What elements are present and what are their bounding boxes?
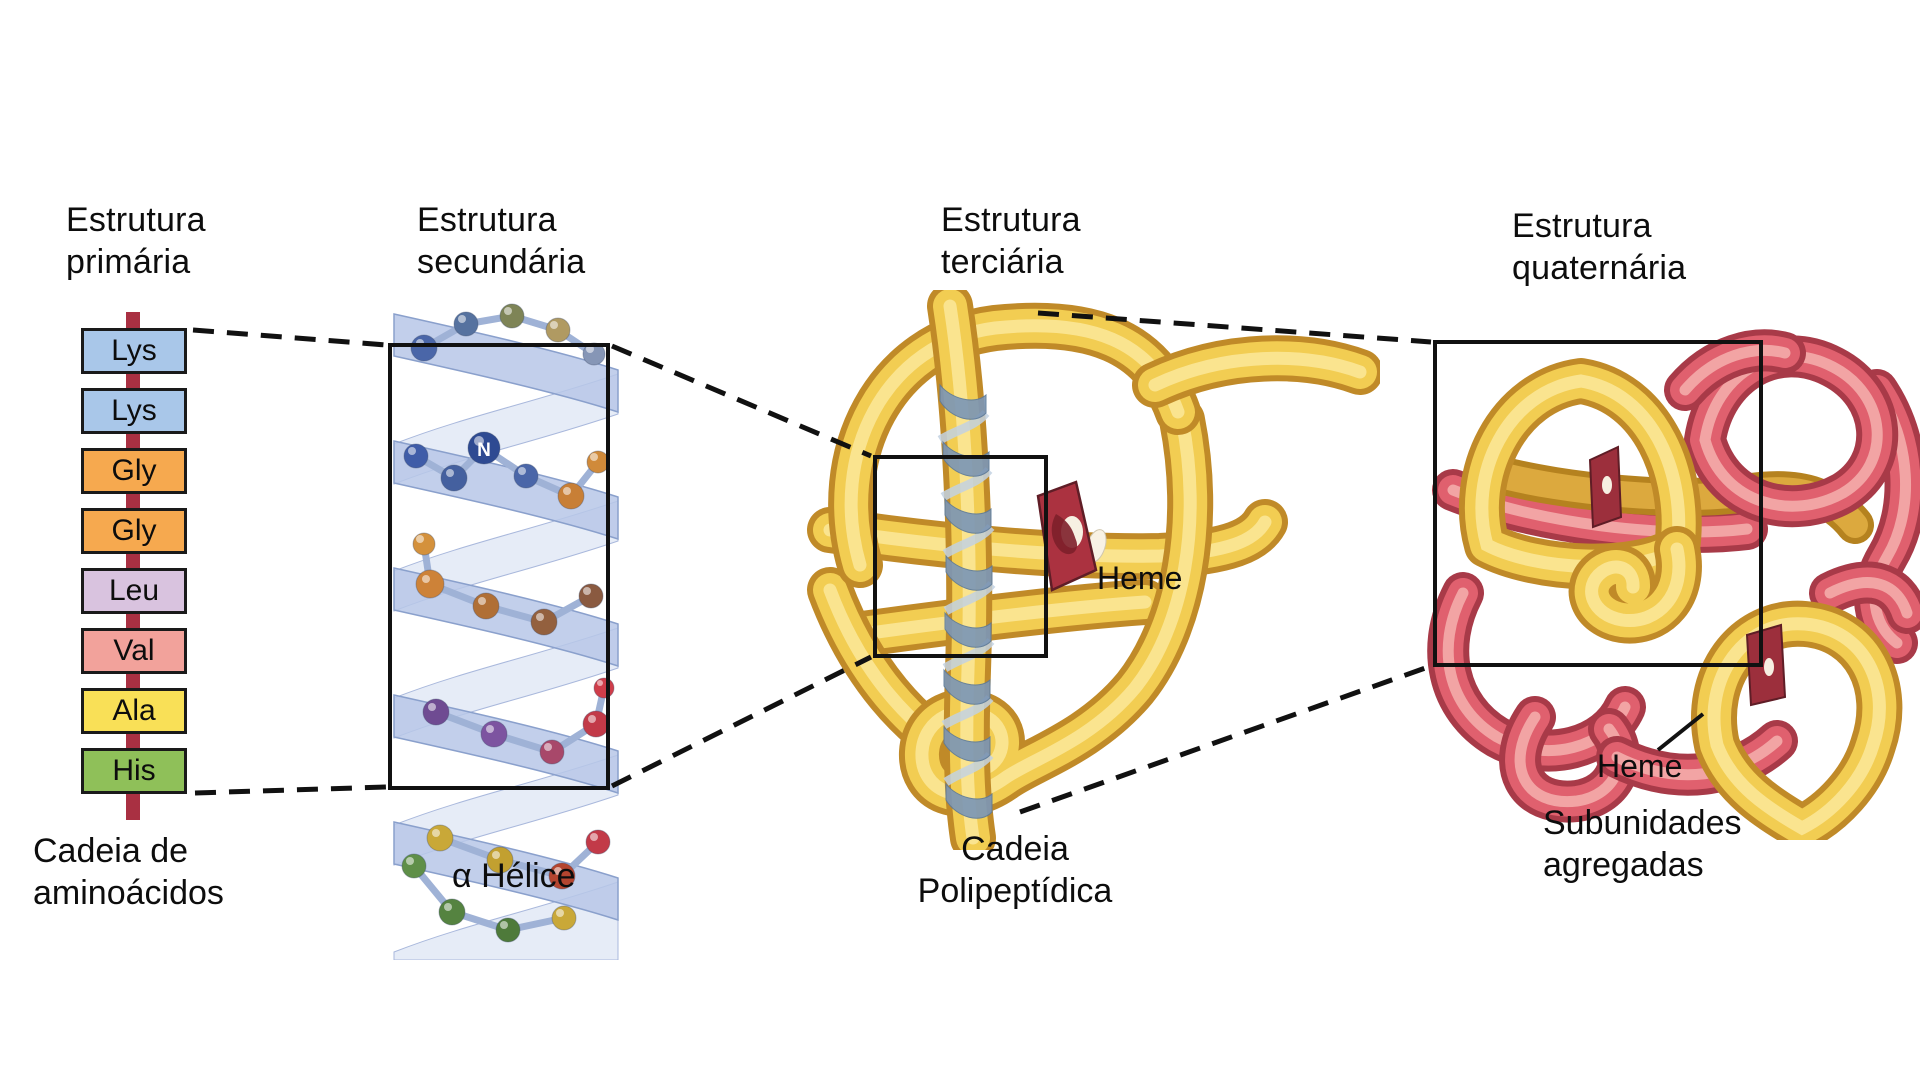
amino-acid-chain: Lys Lys Gly Gly Leu Val Ala His	[81, 328, 187, 808]
primary-title-line1: Estrutura	[66, 201, 206, 239]
amino-acid-box: Ala	[81, 688, 187, 734]
secondary-title-line2: secundária	[417, 243, 586, 282]
dashed-line-primary-to-secondary-bottom	[194, 784, 387, 796]
n-terminus-label: N	[477, 440, 491, 461]
tertiary-title: Estrutura terciária	[941, 199, 1081, 283]
tertiary-title-line1: Estrutura	[941, 201, 1081, 239]
amino-acid-box: Gly	[81, 448, 187, 494]
primary-caption-line2: aminoácidos	[33, 874, 224, 913]
secondary-title: Estrutura secundária	[417, 199, 585, 283]
amino-acid-box: His	[81, 748, 187, 794]
secondary-zoom-box	[388, 343, 610, 790]
quaternary-zoom-box	[1433, 340, 1763, 667]
secondary-title-line1: Estrutura	[417, 201, 557, 239]
tertiary-caption: Cadeia Polipeptídica	[860, 828, 1170, 912]
primary-title: Estrutura primária	[66, 199, 206, 283]
quaternary-caption: Subunidades agregadas	[1543, 802, 1742, 886]
dashed-line-primary-to-secondary-top	[192, 327, 387, 348]
amino-acid-box: Lys	[81, 388, 187, 434]
tertiary-title-line2: terciária	[941, 243, 1064, 282]
tertiary-caption-line2: Polipeptídica	[917, 872, 1113, 911]
quaternary-heme-label: Heme	[1597, 748, 1683, 784]
tertiary-zoom-box	[873, 455, 1048, 658]
tertiary-heme-label: Heme	[1097, 560, 1183, 596]
quaternary-caption-line1: Subunidades	[1543, 804, 1742, 842]
amino-acid-box: Gly	[81, 508, 187, 554]
quaternary-title-line2: quaternária	[1512, 249, 1687, 288]
heme-icon	[1036, 480, 1107, 592]
quaternary-structure-illustration	[1385, 295, 1920, 840]
primary-caption: Cadeia de aminoácidos	[33, 830, 224, 914]
primary-caption-line1: Cadeia de	[33, 832, 189, 870]
amino-acid-box: Lys	[81, 328, 187, 374]
quaternary-title: Estrutura quaternária	[1512, 205, 1686, 289]
tertiary-caption-line1: Cadeia	[961, 830, 1069, 868]
primary-title-line2: primária	[66, 243, 191, 282]
amino-acid-box: Leu	[81, 568, 187, 614]
amino-acid-box: Val	[81, 628, 187, 674]
alpha-helix-illustration: N	[393, 303, 619, 960]
heme-icon	[1588, 445, 1623, 529]
quaternary-title-line1: Estrutura	[1512, 207, 1652, 245]
heme-icon	[1745, 623, 1787, 707]
quaternary-caption-line2: agregadas	[1543, 846, 1704, 885]
secondary-caption: α Hélice	[452, 857, 576, 895]
